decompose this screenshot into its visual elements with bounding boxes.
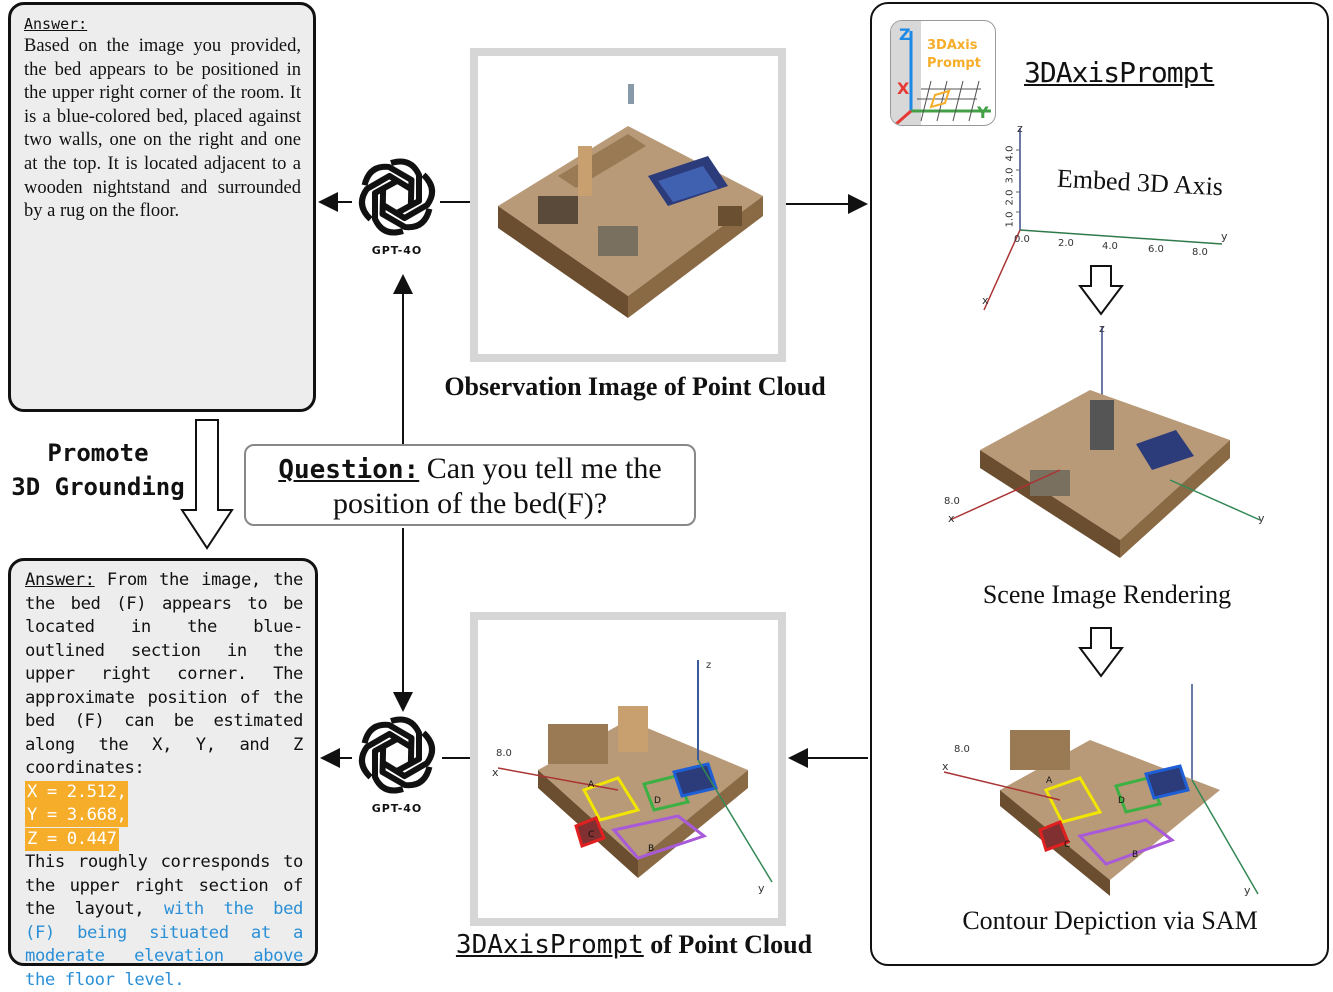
axis-x-label-render: x xyxy=(948,512,955,525)
axis-z-label-render: z xyxy=(1099,322,1105,335)
axis-y-label-contour: y xyxy=(1244,884,1251,897)
logo-axis-y: Y xyxy=(977,103,989,122)
step-contour-sam: Contour Depiction via SAM xyxy=(962,906,1258,935)
answer-text-a: From the image, the the bed (F) appears … xyxy=(25,570,303,778)
gpt-logo-icon xyxy=(359,716,435,794)
segment-label-b: B xyxy=(648,844,655,854)
point-cloud-scene-image xyxy=(498,84,763,318)
promote-label: Promote 3D Grounding xyxy=(0,436,196,504)
gpt-label-top: GPT-4O xyxy=(371,244,423,257)
axis-x-label-contour: x xyxy=(942,760,949,773)
logo-line1: 3DAxis xyxy=(927,38,978,53)
step-down-arrow-icon xyxy=(1078,627,1124,678)
promote-line1: Promote xyxy=(47,439,149,467)
z-tick-4: 4.0 xyxy=(1004,145,1016,162)
question-box: Question: Can you tell me the position o… xyxy=(244,444,696,526)
axis-x-tick-contour: 8.0 xyxy=(954,744,970,755)
answer-box-bottom: Answer: From the image, the the bed (F) … xyxy=(8,558,318,990)
axis-x-label: x xyxy=(492,766,499,779)
axisprompt-logo: Z X Y 3DAxis Prompt xyxy=(890,20,996,126)
answer-label: Answer: xyxy=(24,15,88,33)
gpt-label-bottom: GPT-4O xyxy=(371,802,423,815)
promote-line2: 3D Grounding xyxy=(11,473,185,501)
z-tick-3: 3.0 xyxy=(1004,167,1016,184)
z-tick-1: 1.0 xyxy=(1004,211,1016,228)
segment-label-a: A xyxy=(588,780,595,790)
axis-x-label-panel: x xyxy=(982,294,989,307)
axis-x-tick-render: 8.0 xyxy=(944,496,960,507)
axisprompt-caption-rest: of Point Cloud xyxy=(643,930,813,959)
coord-z: Z = 0.447 xyxy=(25,827,119,851)
logo-text: 3DAxis Prompt xyxy=(927,37,981,73)
coord-y: Y = 3.668, xyxy=(25,804,129,827)
axisprompt-caption-mono: 3DAxisPrompt xyxy=(455,930,644,960)
promote-down-arrow-icon xyxy=(180,419,234,550)
contour-sam-image xyxy=(943,684,1259,896)
y-tick-2: 4.0 xyxy=(1102,241,1118,252)
question-label: Question: xyxy=(278,455,420,485)
embed-axis-illustration xyxy=(983,128,1223,311)
observation-image-frame xyxy=(470,48,786,362)
z-tick-2: 2.0 xyxy=(1004,189,1016,206)
axis-y-label-render: y xyxy=(1258,512,1265,525)
logo-line2: Prompt xyxy=(927,56,981,71)
scene-rendering-image xyxy=(949,326,1261,558)
gpt-logo-icon xyxy=(359,158,435,236)
answer-box-top: Answer: Based on the image you provided,… xyxy=(8,2,316,412)
segment-label-c: C xyxy=(588,830,595,840)
coord-x: X = 2.512, xyxy=(25,780,129,804)
answer-text-b: This roughly corresponds to the upper ri… xyxy=(25,852,303,919)
axisprompt-image-frame: z x y 8.0 A B C D xyxy=(470,612,786,926)
answer-label: Answer: xyxy=(25,570,95,590)
segment-label-b-contour: B xyxy=(1132,850,1139,860)
axis-z-label-panel: z xyxy=(1017,122,1023,135)
y-tick-1: 2.0 xyxy=(1058,238,1074,249)
y-tick-0: 0.0 xyxy=(1014,234,1030,245)
panel-title: 3DAxisPrompt xyxy=(1024,56,1215,89)
axis-x-tick: 8.0 xyxy=(496,748,512,759)
segment-label-a-contour: A xyxy=(1046,776,1053,786)
axisprompt-caption: 3DAxisPrompt of Point Cloud xyxy=(424,930,844,960)
answer-text: Based on the image you provided, the bed… xyxy=(24,36,301,222)
segment-label-d: D xyxy=(654,796,661,806)
y-tick-3: 6.0 xyxy=(1148,244,1164,255)
axisprompt-scene-image xyxy=(497,660,773,883)
step-down-arrow-icon xyxy=(1078,265,1124,316)
segment-label-c-contour: C xyxy=(1064,840,1071,850)
axisprompt-logo-icon xyxy=(891,21,991,125)
segment-label-d-contour: D xyxy=(1118,796,1125,806)
question-text: Can you tell me the position of the bed(… xyxy=(332,452,662,520)
axis-y-label-panel: y xyxy=(1221,230,1228,243)
step-scene-rendering: Scene Image Rendering xyxy=(982,580,1232,609)
axis-z-label: z xyxy=(706,660,712,671)
observation-caption: Observation Image of Point Cloud xyxy=(444,372,826,401)
axis-y-label: y xyxy=(758,882,765,895)
logo-axis-x: X xyxy=(897,79,910,98)
connector-arrows xyxy=(318,192,868,768)
y-tick-4: 8.0 xyxy=(1192,247,1208,258)
logo-axis-z: Z xyxy=(899,25,911,44)
